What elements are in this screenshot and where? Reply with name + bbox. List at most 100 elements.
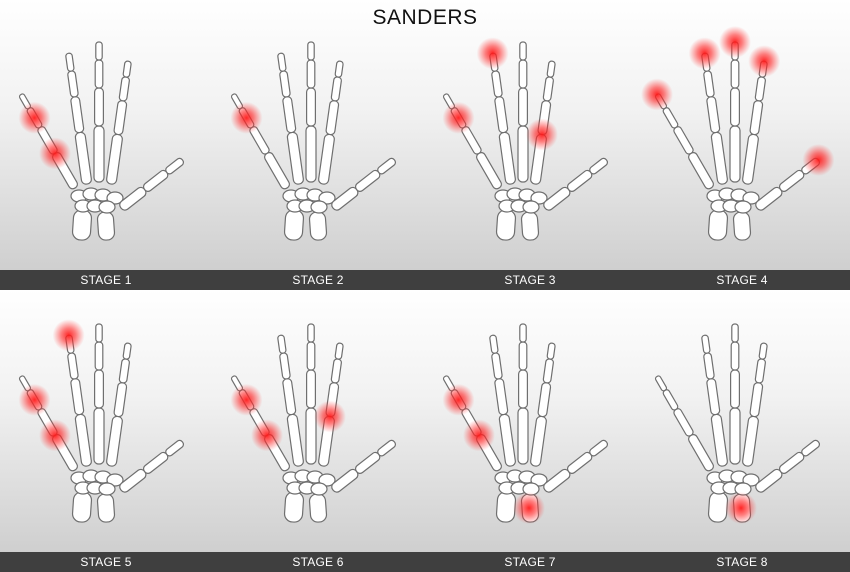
radius-bone bbox=[495, 209, 517, 241]
middle-bone-4 bbox=[519, 41, 527, 61]
ring-bone-1 bbox=[710, 413, 728, 467]
ring-bone-4 bbox=[701, 334, 711, 354]
stage-3-label: STAGE 3 bbox=[504, 273, 556, 287]
distal-radius-highlight bbox=[725, 492, 757, 524]
radius-bone bbox=[707, 491, 729, 523]
pinky-pip-joint-highlight bbox=[463, 419, 495, 452]
radius-bone bbox=[71, 491, 93, 523]
stage-5-label: STAGE 5 bbox=[80, 555, 132, 569]
index-bone-3 bbox=[118, 358, 130, 384]
hand-skeleton-stage-5 bbox=[18, 319, 185, 523]
ring-bone-1 bbox=[710, 131, 728, 185]
thumb-bone-2 bbox=[778, 169, 805, 192]
ulna-bone bbox=[520, 211, 540, 241]
index-bone-2 bbox=[325, 100, 340, 136]
pinky-pip-joint-highlight bbox=[251, 419, 283, 452]
ring-bone-2 bbox=[282, 96, 297, 134]
pinky-pip-joint-highlight bbox=[39, 137, 71, 170]
pinky-bone-2 bbox=[673, 126, 694, 155]
middle-bone-3 bbox=[94, 59, 104, 89]
carpal-bone bbox=[310, 482, 328, 496]
pinky-middle-phalanx-highlight bbox=[442, 101, 475, 134]
ring-bone-1 bbox=[286, 413, 304, 467]
index-bone-2 bbox=[749, 382, 764, 418]
middle-bone-4 bbox=[731, 323, 739, 343]
stage-2-label: STAGE 2 bbox=[292, 273, 344, 287]
carpal-bone bbox=[742, 191, 760, 205]
index-bone-4 bbox=[334, 60, 344, 78]
ring-bone-1 bbox=[74, 131, 92, 185]
ring-bone-4 bbox=[489, 334, 499, 354]
ring-bone-3 bbox=[703, 352, 715, 380]
stage-7-label: STAGE 7 bbox=[504, 555, 556, 569]
carpal-bone bbox=[522, 200, 540, 214]
ring-bone-3 bbox=[491, 352, 503, 380]
hand-skeleton-stage-1 bbox=[18, 41, 185, 241]
middle-bone-2 bbox=[93, 369, 105, 409]
ring-bone-1 bbox=[286, 131, 304, 185]
middle-bone-4 bbox=[307, 41, 315, 61]
hand-skeleton-stage-3 bbox=[442, 37, 609, 241]
ring-bone-4 bbox=[65, 52, 75, 72]
index-bone-3 bbox=[330, 358, 342, 384]
pinky-middle-phalanx-highlight bbox=[230, 383, 263, 416]
thumb-bone-3 bbox=[165, 157, 185, 175]
stage-6-label: STAGE 6 bbox=[292, 555, 344, 569]
index-bone-4 bbox=[758, 342, 768, 360]
hand-skeleton-stage-8 bbox=[654, 323, 821, 524]
radius-bone bbox=[707, 209, 729, 241]
ulna-bone bbox=[308, 493, 328, 523]
index-bone-1 bbox=[530, 415, 547, 467]
ring-bone-3 bbox=[491, 70, 503, 98]
index-bone-3 bbox=[542, 76, 554, 102]
thumb-bone-2 bbox=[566, 451, 593, 474]
pinky-bone-3 bbox=[662, 107, 679, 129]
index-bone-4 bbox=[546, 60, 556, 78]
middle-fingertip-highlight bbox=[719, 26, 751, 58]
index-bone-4 bbox=[334, 342, 344, 360]
middle-bone-2 bbox=[729, 87, 741, 127]
ring-bone-2 bbox=[494, 96, 509, 134]
carpal-bone bbox=[106, 473, 124, 487]
ring-fingertip-highlight bbox=[688, 37, 721, 70]
pinky-bone-4 bbox=[654, 375, 668, 392]
index-fingertip-highlight bbox=[748, 45, 781, 78]
index-bone-4 bbox=[546, 342, 556, 360]
pinky-middle-phalanx-highlight bbox=[18, 383, 51, 416]
middle-bone-2 bbox=[93, 87, 105, 127]
pinky-pip-joint-highlight bbox=[39, 419, 71, 452]
stage-1-label: STAGE 1 bbox=[80, 273, 132, 287]
ring-bone-2 bbox=[706, 96, 721, 134]
thumb-bone-2 bbox=[778, 451, 805, 474]
ring-bone-1 bbox=[498, 131, 516, 185]
middle-bone-2 bbox=[517, 369, 529, 409]
index-bone-1 bbox=[106, 133, 123, 185]
pinky-bone-1 bbox=[264, 152, 290, 190]
ring-fingertip-highlight bbox=[52, 319, 85, 352]
middle-bone-2 bbox=[729, 369, 741, 409]
middle-bone-1 bbox=[93, 125, 105, 183]
index-mcp-joint-highlight bbox=[313, 400, 346, 433]
radius-bone bbox=[71, 209, 93, 241]
carpal-bone bbox=[530, 473, 548, 487]
thumb-tip-highlight bbox=[802, 143, 835, 176]
ring-bone-2 bbox=[282, 378, 297, 416]
middle-bone-3 bbox=[94, 341, 104, 371]
ulna-bone bbox=[732, 211, 752, 241]
middle-bone-3 bbox=[730, 59, 740, 89]
index-bone-3 bbox=[754, 358, 766, 384]
pinky-middle-phalanx-highlight bbox=[442, 383, 475, 416]
carpal-bone bbox=[734, 200, 752, 214]
thumb-bone-2 bbox=[142, 169, 169, 192]
index-bone-1 bbox=[318, 133, 335, 185]
carpal-bone bbox=[530, 191, 548, 205]
thumb-bone-3 bbox=[589, 439, 609, 457]
carpal-bone bbox=[98, 200, 116, 214]
middle-bone-2 bbox=[517, 87, 529, 127]
index-bone-2 bbox=[749, 100, 764, 136]
hand-skeleton-stage-4 bbox=[641, 26, 835, 241]
middle-bone-3 bbox=[306, 341, 316, 371]
thumb-bone-2 bbox=[142, 451, 169, 474]
hand-skeleton-stage-6 bbox=[230, 323, 397, 523]
